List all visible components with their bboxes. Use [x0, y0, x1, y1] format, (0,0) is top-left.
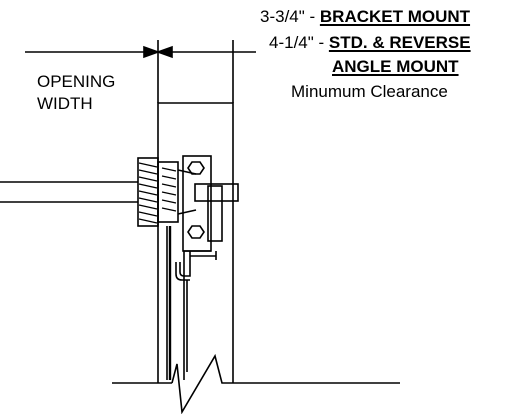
drum-flange [157, 161, 179, 223]
dimension-lines [25, 40, 256, 103]
track-hook [175, 251, 191, 281]
arrow-right [155, 45, 173, 59]
torsion-shaft [0, 181, 239, 203]
vertical-track [166, 226, 217, 380]
drum-grooves [138, 162, 158, 224]
bracket-side [207, 185, 223, 242]
angle-mount-label: ANGLE MOUNT [332, 57, 459, 76]
jamb-outline [157, 102, 234, 383]
break-line [171, 353, 233, 414]
std-reverse-dimension: 4-1/4" - [269, 33, 329, 52]
minimum-clearance-label: Minumum Clearance [291, 82, 448, 101]
bracket-plate [182, 155, 212, 252]
bracket-mount-label: BRACKET MOUNT [319, 7, 471, 26]
flange-grooves [161, 167, 177, 212]
jamb [112, 102, 400, 384]
opening-label-line1: OPENING [37, 72, 116, 91]
arrow-left [143, 45, 161, 59]
bracket-mount-dimension: 3-3/4" - [260, 7, 320, 26]
shaft-end [194, 183, 239, 202]
cable-drum [137, 157, 197, 227]
std-reverse-row: 4-1/4" - STD. & REVERSE [269, 34, 471, 51]
bracket-bolt-bottom [187, 225, 205, 239]
drum-hub-bottom [177, 209, 197, 215]
bracket-mount-row: 3-3/4" - BRACKET MOUNT [260, 8, 470, 25]
opening-label-line2: WIDTH [37, 94, 93, 113]
bearing-bracket [182, 155, 223, 252]
std-reverse-label: STD. & REVERSE [328, 33, 471, 52]
bracket-bolt-top [187, 161, 205, 175]
